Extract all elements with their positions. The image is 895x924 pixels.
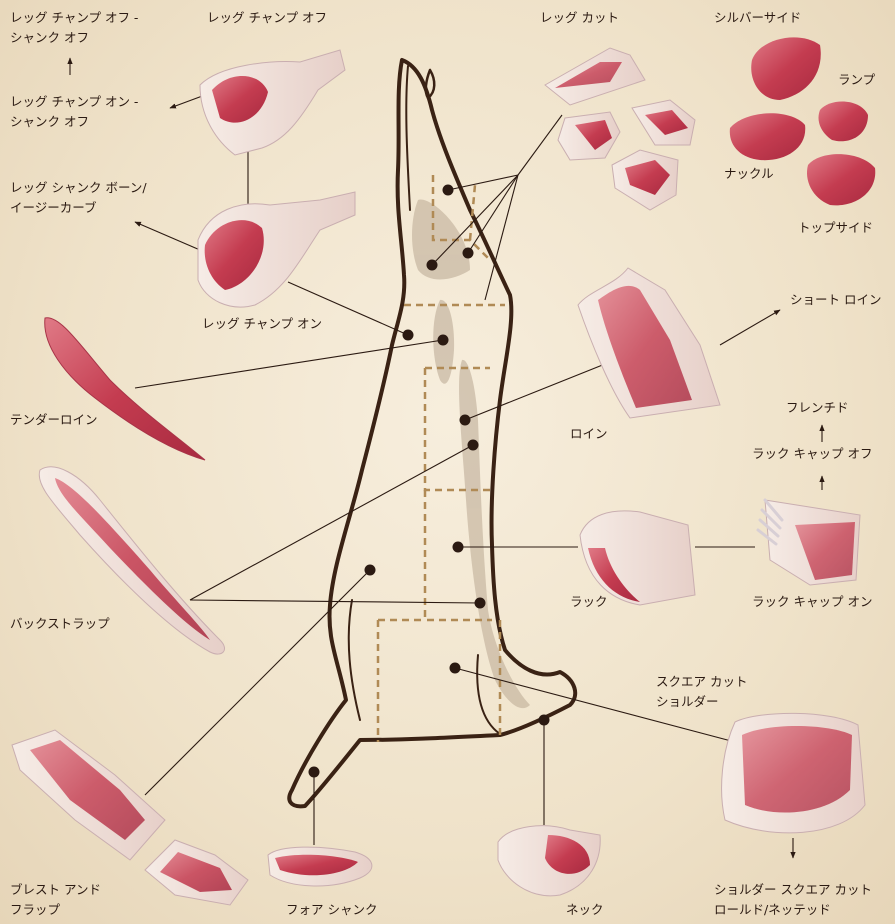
label-breast-flap: ブレスト アンド フラップ (10, 880, 101, 920)
meat-breast-flap (12, 730, 248, 905)
label-square-cut-shoulder: スクエア カット ショルダー (656, 672, 747, 712)
label-fore-shank: フォア シャンク (286, 900, 377, 920)
label-neck: ネック (566, 900, 604, 920)
label-leg-shank-bone: レッグ シャンク ボーン/ イージーカーブ (10, 178, 147, 218)
label-leg-chump-off: レッグ チャンプ オフ (207, 8, 327, 28)
meat-rack-cap-on (758, 500, 860, 585)
meat-leg-chump-on (198, 192, 355, 307)
meat-rack (580, 511, 695, 605)
meat-loin (578, 268, 720, 418)
label-silverside: シルバーサイド (714, 8, 801, 28)
label-frenched: フレンチド (786, 398, 849, 418)
label-short-loin: ショート ロイン (790, 290, 881, 310)
label-backstrap: バックストラップ (10, 614, 110, 634)
label-rump: ランプ (838, 70, 875, 90)
label-rack-cap-on: ラック キャップ オン (752, 592, 872, 612)
label-tenderloin: テンダーロイン (10, 410, 98, 430)
meat-neck (498, 826, 600, 896)
label-leg-chump-on: レッグ チャンプ オン (202, 314, 322, 334)
label-rack-cap-off: ラック キャップ オフ (752, 444, 872, 464)
label-shoulder-rolled: ショルダー スクエア カット ロールド/ネッテッド (714, 880, 872, 920)
meat-tenderloin (45, 318, 205, 460)
meat-square-cut-shoulder (722, 713, 865, 833)
label-leg-cut: レッグ カット (540, 8, 619, 28)
meat-leg-cut (545, 48, 695, 210)
label-rack: ラック (570, 592, 608, 612)
label-loin: ロイン (570, 424, 608, 444)
meat-fore-shank (268, 847, 372, 886)
label-topside: トップサイド (798, 218, 873, 238)
meat-leg-chump-off (200, 50, 345, 155)
label-leg-chump-off-shank-off: レッグ チャンプ オフ - シャンク オフ (10, 8, 138, 48)
muscle-shading (412, 200, 530, 709)
label-leg-chump-on-shank-off: レッグ チャンプ オン - シャンク オフ (10, 92, 138, 132)
label-knuckle: ナックル (724, 164, 774, 184)
carcass-outline (289, 60, 575, 806)
